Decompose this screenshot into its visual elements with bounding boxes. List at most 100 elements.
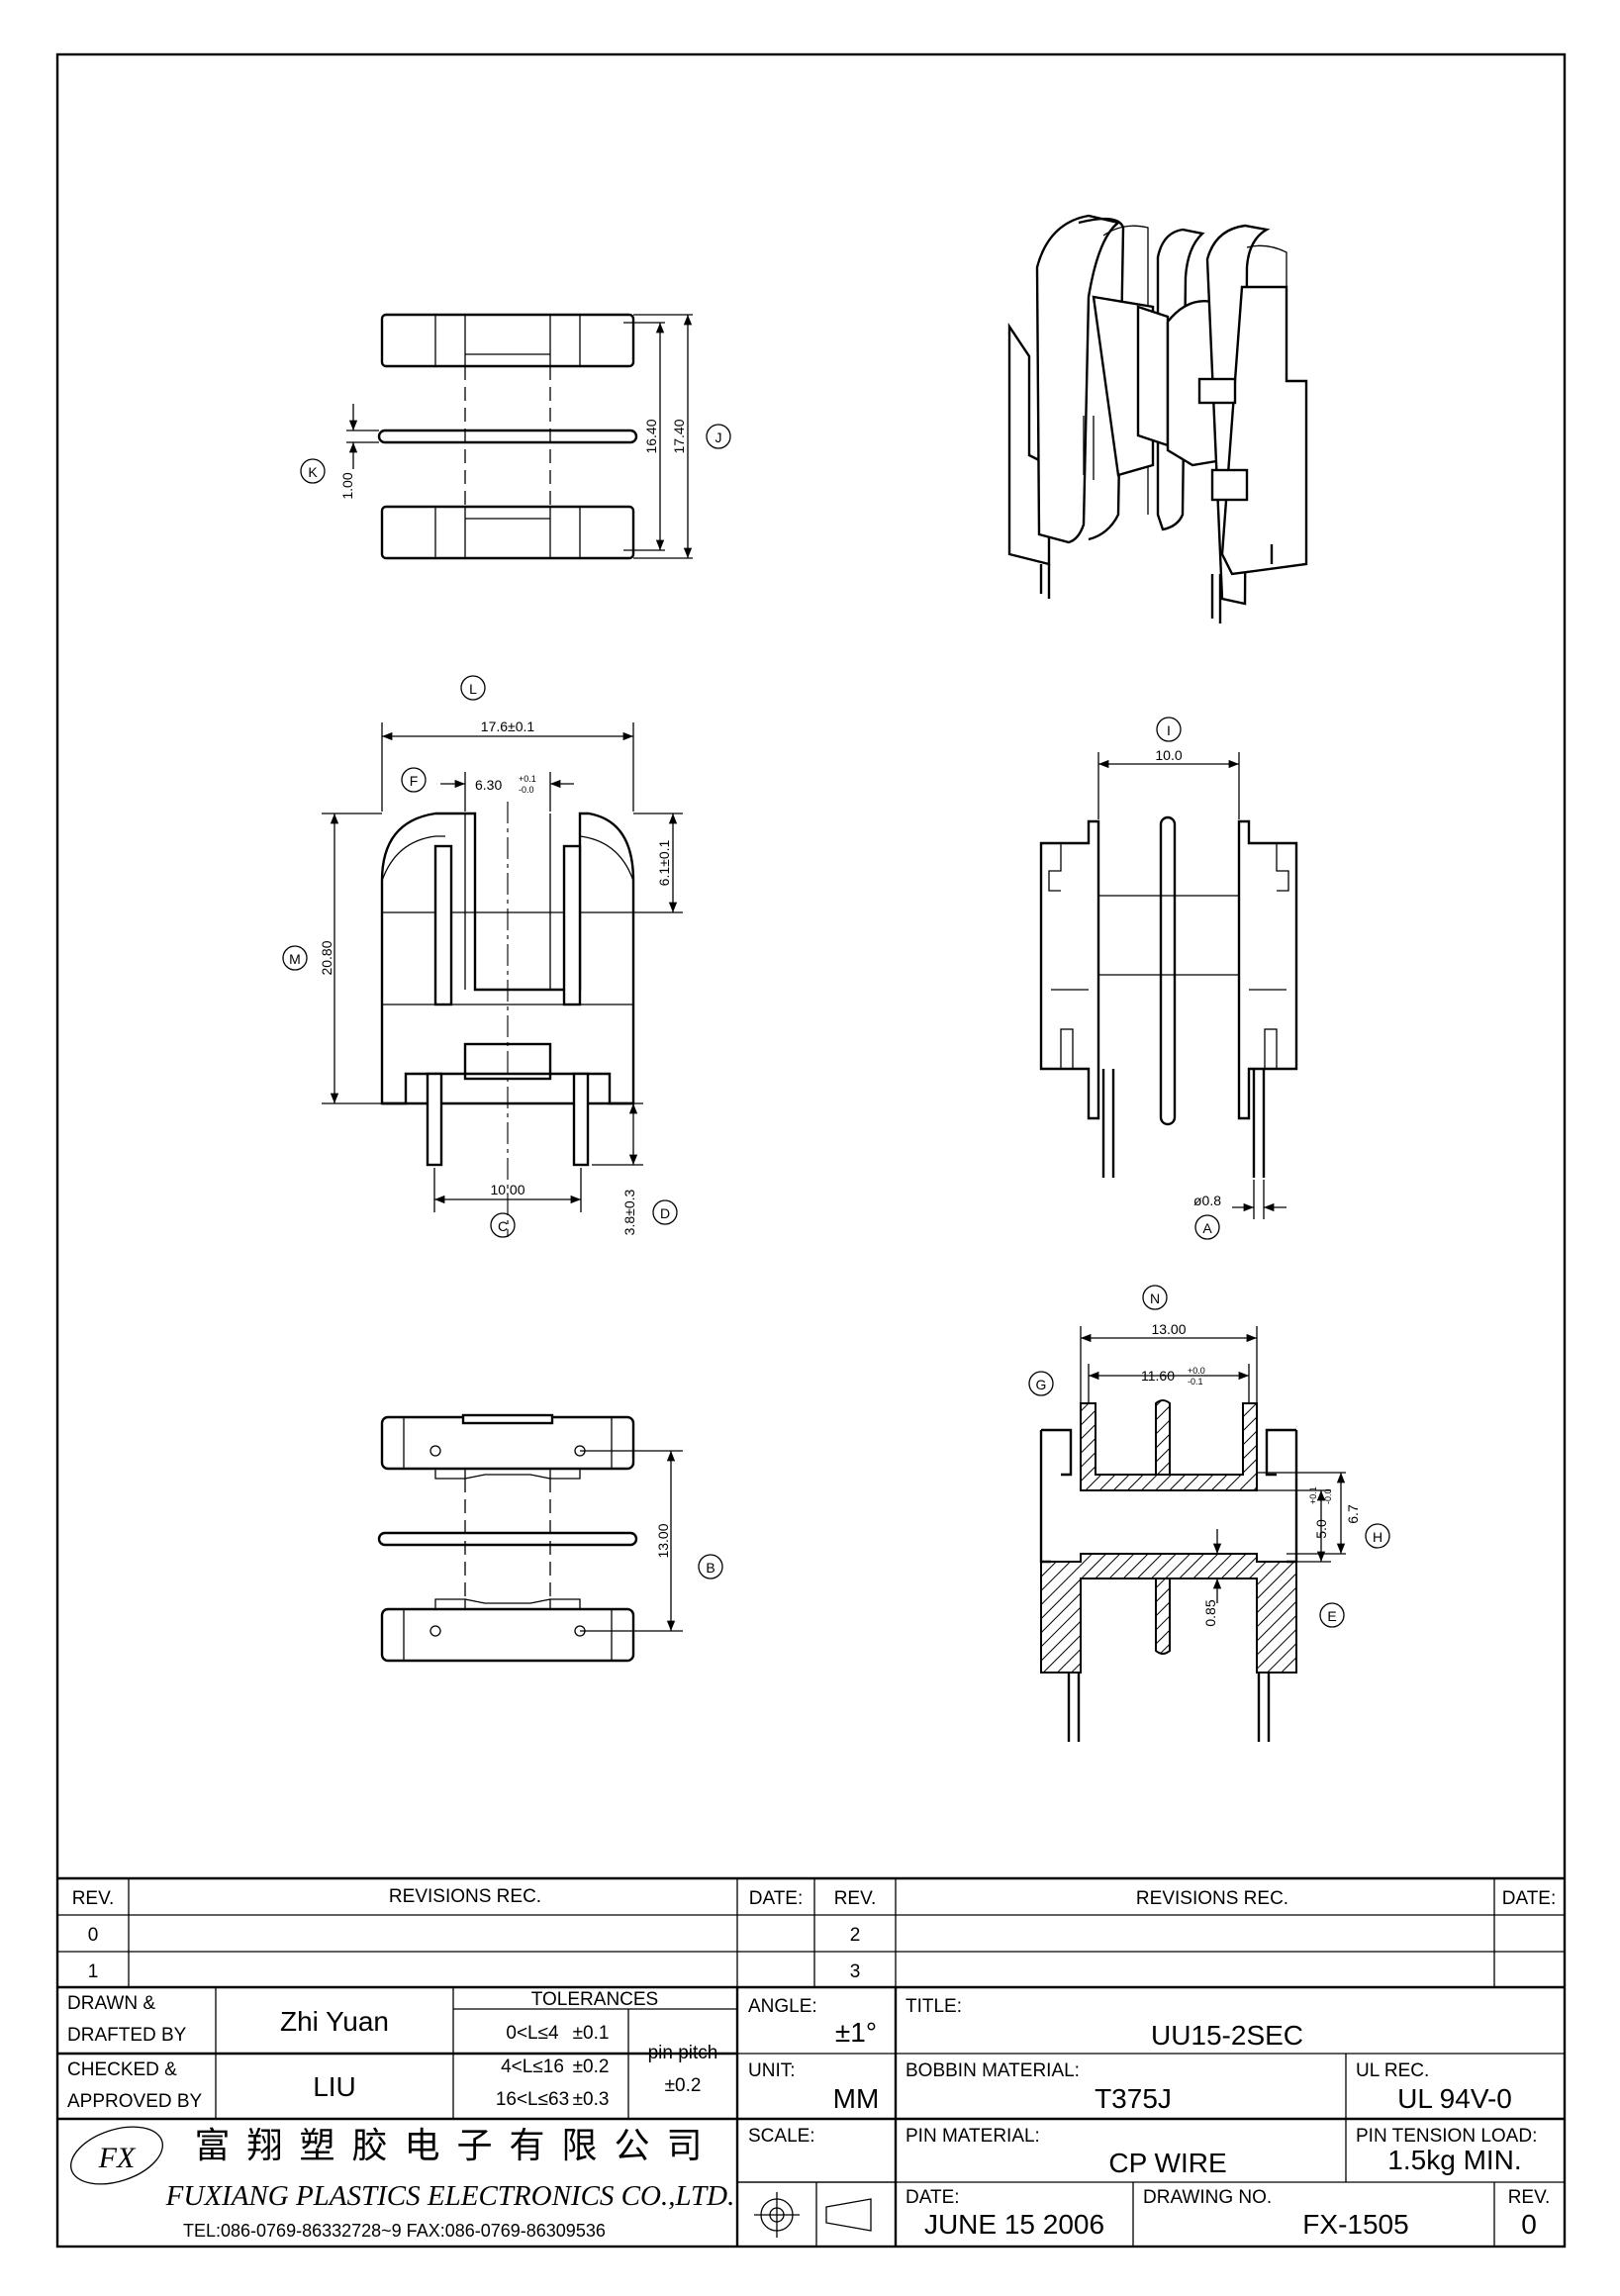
- g-tol-plus: +0.0: [1188, 1366, 1205, 1376]
- b-val-label: 13.00: [655, 1523, 671, 1558]
- tol-range-2: 16<L≤63: [496, 2089, 569, 2110]
- sheet-frame: [55, 52, 1567, 2248]
- bobbin-label: BOBBIN MATERIAL:: [905, 2060, 1080, 2081]
- pin-pitch-label: pin pitch: [648, 2043, 718, 2063]
- date-val: JUNE 15 2006: [924, 2209, 1104, 2240]
- h-inner-tol-plus: +0.1: [1308, 1486, 1318, 1504]
- rev-header-right: REV.: [834, 1888, 877, 1909]
- h-inner-label: 5.0: [1313, 1519, 1329, 1539]
- angle-val: ±1°: [835, 2017, 877, 2048]
- f-tol-minus: -0.0: [519, 785, 534, 795]
- pin-tension-val: 1.5kg MIN.: [1387, 2145, 1521, 2175]
- title-block: REV. REVISIONS REC. DATE: REV. REVISIONS…: [57, 1876, 1565, 2247]
- company-name-en: FUXIANG PLASTICS ELECTRONICS CO.,LTD.: [165, 2180, 735, 2212]
- section-upper-body: [1080, 1402, 1258, 1491]
- rev-row-1: 1: [88, 1961, 99, 1982]
- tolerances-label: TOLERANCES: [531, 1989, 658, 2010]
- label-f: F: [410, 773, 419, 789]
- ul-label: UL REC.: [1356, 2060, 1429, 2081]
- label-l: L: [469, 681, 477, 697]
- rev-row-2: 2: [850, 1925, 861, 1946]
- tol-range-0: 0<L≤4: [506, 2023, 559, 2044]
- checked-label-1: CHECKED &: [67, 2059, 177, 2080]
- revisions-header-right: REVISIONS REC.: [1136, 1888, 1288, 1909]
- scale-label: SCALE:: [748, 2126, 815, 2147]
- projection-symbol: [754, 2192, 872, 2238]
- pin-pitch-tol: ±0.2: [665, 2075, 702, 2096]
- drawing-no-label: DRAWING NO.: [1143, 2187, 1272, 2208]
- isometric-view: [1007, 214, 1308, 623]
- pin-material-label: PIN MATERIAL:: [905, 2126, 1040, 2147]
- top-view: 16.40 17.40 J 1.00 K: [300, 313, 731, 560]
- h-outer-label: 6.7: [1345, 1504, 1361, 1524]
- pin-material-val: CP WIRE: [1108, 2148, 1226, 2178]
- label-h: H: [1373, 1529, 1382, 1545]
- h-inner-tol-minus: -0.0: [1323, 1488, 1333, 1504]
- tol-range-1: 4<L≤16: [501, 2057, 564, 2077]
- label-a: A: [1202, 1220, 1212, 1236]
- drawn-by: Zhi Yuan: [280, 2006, 389, 2037]
- title-label: TITLE:: [905, 1996, 962, 2017]
- tol-val-2: ±0.3: [573, 2089, 610, 2110]
- g-val-label: 11.60: [1141, 1368, 1175, 1384]
- front-pin-right: [572, 1072, 590, 1167]
- unit-val: MM: [833, 2083, 880, 2114]
- logo-text: FX: [98, 2142, 137, 2174]
- checked-label-2: APPROVED BY: [67, 2091, 203, 2112]
- f-val-label: 6.30: [475, 777, 502, 793]
- angle-label: ANGLE:: [748, 1996, 817, 2017]
- company-name-cn: 富 翔 塑 胶 电 子 有 限 公 司: [194, 2126, 706, 2165]
- k-val-label: 1.00: [339, 472, 355, 499]
- side-view: 10.0 I ø0.8 A: [1039, 717, 1298, 1240]
- m-val-label: 20.80: [319, 940, 334, 975]
- checked-by: LIU: [313, 2071, 356, 2102]
- g-tol-minus: -0.1: [1188, 1377, 1203, 1387]
- label-b: B: [706, 1560, 715, 1576]
- j-outer-label: 17.40: [671, 419, 687, 453]
- top-flange-lower: [380, 505, 635, 560]
- label-g: G: [1036, 1377, 1047, 1392]
- pin-tension-label: PIN TENSION LOAD:: [1356, 2126, 1537, 2147]
- label-m: M: [289, 951, 301, 967]
- rev-row-0: 0: [88, 1925, 99, 1946]
- company-logo: FX: [69, 2126, 164, 2185]
- j-inner-label: 16.40: [643, 419, 659, 453]
- tol-val-0: ±0.1: [573, 2023, 610, 2044]
- rev-val: 0: [1521, 2209, 1537, 2240]
- label-i: I: [1167, 722, 1171, 738]
- label-c: C: [498, 1218, 508, 1234]
- label-k: K: [308, 464, 318, 480]
- drawing-no-val: FX-1505: [1302, 2209, 1408, 2240]
- date-header-left: DATE:: [749, 1888, 804, 1909]
- rev-label: REV.: [1508, 2187, 1551, 2208]
- f-tol-plus: +0.1: [519, 774, 536, 784]
- a-val-label: ø0.8: [1193, 1193, 1221, 1208]
- front-view: 17.6±0.1 L 6.30 +0.1 -0.0 F 20.80 M 6.1±…: [282, 675, 683, 1238]
- e-val-label: 0.85: [1202, 1599, 1218, 1626]
- bottom-view: 13.00 B: [377, 1413, 723, 1663]
- unit-label: UNIT:: [748, 2060, 796, 2081]
- rev-row-3: 3: [850, 1961, 861, 1982]
- drawn-label-1: DRAWN &: [67, 1993, 155, 2014]
- date-label: DATE:: [905, 2187, 960, 2208]
- side-center-flange: [1159, 815, 1177, 1126]
- label-e: E: [1327, 1608, 1336, 1624]
- i-val-label: 10.0: [1155, 747, 1182, 763]
- ul-val: UL 94V-0: [1397, 2083, 1512, 2114]
- l-val-label: 17.6±0.1: [481, 718, 535, 734]
- title-val: UU15-2SEC: [1151, 2020, 1303, 2051]
- company-contact: TEL:086-0769-86332728~9 FAX:086-0769-863…: [183, 2221, 606, 2241]
- top-val-label: 6.1±0.1: [656, 839, 672, 886]
- label-d: D: [660, 1205, 670, 1221]
- top-flange-upper: [380, 313, 635, 368]
- c-val-label: 10.00: [490, 1182, 524, 1197]
- drawn-label-2: DRAFTED BY: [67, 2025, 187, 2046]
- tol-val-1: ±0.2: [573, 2057, 610, 2077]
- n-val-label: 13.00: [1151, 1321, 1186, 1337]
- label-j: J: [715, 430, 722, 445]
- label-n: N: [1150, 1291, 1160, 1306]
- section-view: 13.00 N 11.60 +0.0 -0.1 G 5.0 +0.1 -0.0 …: [1028, 1285, 1390, 1742]
- front-pin-left: [426, 1072, 443, 1167]
- revisions-header-left: REVISIONS REC.: [389, 1886, 541, 1907]
